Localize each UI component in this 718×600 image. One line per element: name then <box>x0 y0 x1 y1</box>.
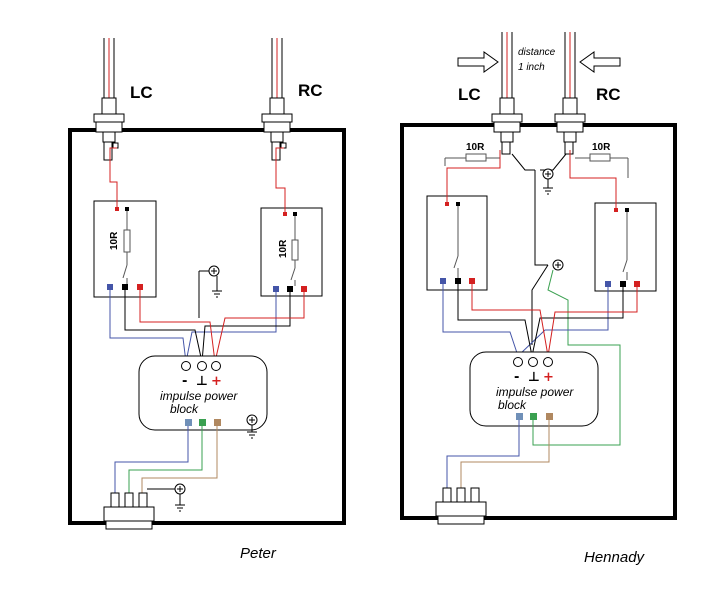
hennady-enclosure <box>400 123 677 520</box>
hennady-right-module <box>594 202 657 292</box>
peter-output-connector <box>103 483 186 530</box>
hennady-ground-label: ⊥ <box>528 370 540 385</box>
hennady-caption: Hennady <box>584 549 646 566</box>
hennady-plus-label: + <box>543 370 554 385</box>
peter-left-terminal-black <box>122 284 128 290</box>
hennady-rc-label: RC <box>596 85 621 104</box>
peter-enclosure <box>68 128 346 525</box>
hennady-lc-connector <box>491 32 523 155</box>
peter-lc-label: LC <box>130 83 153 102</box>
peter-power-block <box>138 355 268 431</box>
peter-right-terminal-black <box>287 286 293 292</box>
hennady-right-resistor-label: 10R <box>592 142 611 153</box>
peter-left-resistor-label: 10R <box>109 231 120 250</box>
arrow-left-icon <box>579 51 621 73</box>
hennady-right-terminal-blue <box>605 281 611 287</box>
peter-lc-connector <box>93 38 125 161</box>
arrow-right-icon <box>457 51 499 73</box>
hennady-left-resistor-label: 10R <box>466 142 485 153</box>
peter-block-ground-icon <box>246 414 258 439</box>
hennady-power-block <box>469 351 599 427</box>
peter-left-terminal-red <box>137 284 143 290</box>
peter-rc-label: RC <box>298 81 323 100</box>
hennady-mid-ground-icon <box>552 259 564 271</box>
peter-ground-label: ⊥ <box>196 374 208 389</box>
peter-plus-label: + <box>211 374 222 389</box>
peter-right-resistor-label: 10R <box>278 239 289 258</box>
peter-left-terminal-blue <box>107 284 113 290</box>
peter-minus-label: - <box>182 374 187 389</box>
peter-diagram: LC RC 10R <box>68 38 346 562</box>
hennady-right-terminal-red <box>634 281 640 287</box>
hennady-distance-label-line1: distance <box>518 47 556 58</box>
peter-rc-connector <box>261 38 293 161</box>
hennady-block-label-line1: impulse power <box>496 385 574 399</box>
hennady-left-terminal-black <box>455 278 461 284</box>
hennady-output-connector <box>435 487 487 525</box>
peter-caption: Peter <box>240 545 277 562</box>
peter-left-module <box>93 200 157 298</box>
hennady-left-terminal-blue <box>440 278 446 284</box>
hennady-minus-label: - <box>514 370 519 385</box>
hennady-block-label-line2: block <box>498 398 527 412</box>
hennady-top-ground-icon <box>542 168 554 195</box>
peter-right-terminal-red <box>301 286 307 292</box>
peter-block-label-line1: impulse power <box>160 389 238 403</box>
hennady-lc-label: LC <box>458 85 481 104</box>
hennady-left-module <box>426 195 488 291</box>
hennady-distance-label-line2: 1 inch <box>518 62 545 73</box>
hennady-left-terminal-red <box>469 278 475 284</box>
hennady-rc-connector <box>554 32 586 155</box>
peter-ground-screw-icon <box>198 265 222 318</box>
peter-right-terminal-blue <box>273 286 279 292</box>
hennady-diagram: LC RC distance 1 inch 10R <box>400 32 677 566</box>
peter-block-label-line2: block <box>170 402 199 416</box>
hennady-right-terminal-black <box>620 281 626 287</box>
